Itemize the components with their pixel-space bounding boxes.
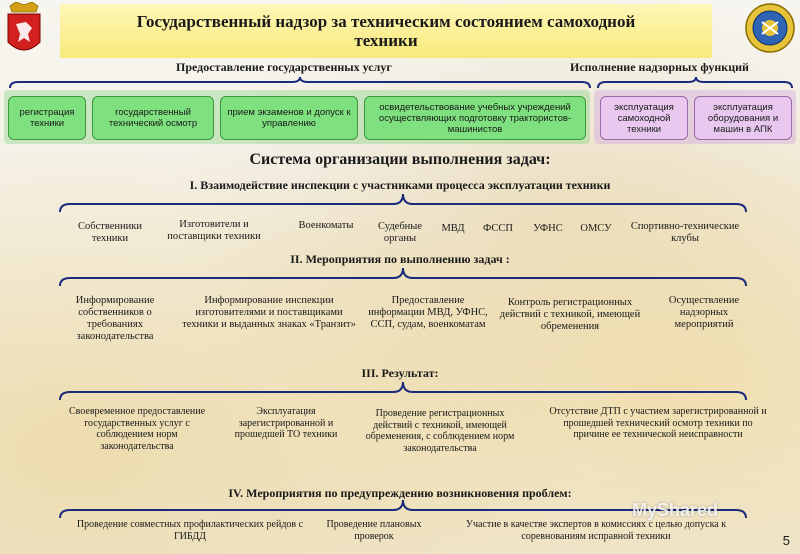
result-no-accidents: Отсутствие ДТП с участием зарегистрирова…	[549, 406, 767, 440]
participant-mvd: МВД	[441, 223, 465, 234]
supervision-box-self-propelled: эксплуатация самоходной техники	[600, 96, 688, 140]
task-inform-inspection: Информирование инспекции изготовителями …	[182, 295, 356, 330]
supervision-group-label: Исполнение надзорных функций	[570, 60, 749, 74]
page-title: Государственный надзор за техническим со…	[60, 4, 712, 58]
task-supervision: Осуществление надзорных мероприятий	[668, 295, 740, 330]
participant-sport-clubs: Спортивно-технические клубы	[630, 221, 740, 244]
participant-manufacturers: Изготовители и поставщики техники	[167, 219, 261, 242]
prevention-expert-participation: Участие в качестве экспертов в комиссиях…	[465, 519, 727, 542]
task-control-registration: Контроль регистрационных действий с техн…	[499, 297, 641, 332]
result-registered-operation: Эксплуатация зарегистрированной и прошед…	[234, 406, 338, 440]
service-box-certification: освидетельствование учебных учреждений о…	[364, 96, 586, 140]
section1-heading: I. Взаимодействие инспекции с участникам…	[189, 178, 611, 192]
section3-heading: III. Результат:	[361, 366, 439, 380]
gostekhnadzor-emblem-icon	[744, 2, 796, 54]
region-crest-icon	[4, 1, 44, 58]
service-box-exams: прием экзаменов и допуск к управлению	[220, 96, 358, 140]
services-brace	[8, 76, 592, 90]
service-box-registration: регистрация техники	[8, 96, 86, 140]
participant-omsu: ОМСУ	[580, 223, 612, 234]
section1-brace	[58, 192, 748, 214]
watermark-logo: MyShared	[632, 500, 719, 520]
participant-ufns: УФНС	[533, 223, 563, 234]
section4-brace	[58, 498, 748, 520]
result-registration-actions: Проведение регистрационных действий с те…	[365, 408, 515, 454]
task-inform-owners: Информирование собственников о требовани…	[75, 295, 155, 342]
supervision-brace	[596, 76, 796, 90]
section4-heading: IV. Мероприятия по предупреждению возник…	[228, 486, 572, 500]
service-box-inspection: государственный технический осмотр	[92, 96, 214, 140]
participant-military: Военкоматы	[298, 220, 354, 231]
prevention-raids: Проведение совместных профилактических р…	[76, 519, 304, 542]
system-heading: Система организации выполнения задач:	[249, 151, 551, 168]
supervision-box-apk: эксплуатация оборудования и машин в АПК	[694, 96, 792, 140]
participant-courts: Судебные органы	[377, 221, 422, 244]
task-provide-info: Предоставление информации МВД, УФНС, ССП…	[368, 295, 488, 330]
section2-brace	[58, 266, 748, 288]
page-number: 5	[782, 533, 790, 548]
participant-fssp: ФССП	[483, 223, 513, 234]
result-timely-services: Своевременное предоставление государстве…	[68, 406, 206, 452]
section3-brace	[58, 380, 748, 402]
prevention-inspections: Проведение плановых проверок	[326, 519, 422, 542]
services-group-label: Предоставление государственных услуг	[176, 60, 392, 74]
participant-owners: Собственники техники	[78, 221, 142, 244]
section2-heading: II. Мероприятия по выполнению задач :	[290, 252, 510, 266]
